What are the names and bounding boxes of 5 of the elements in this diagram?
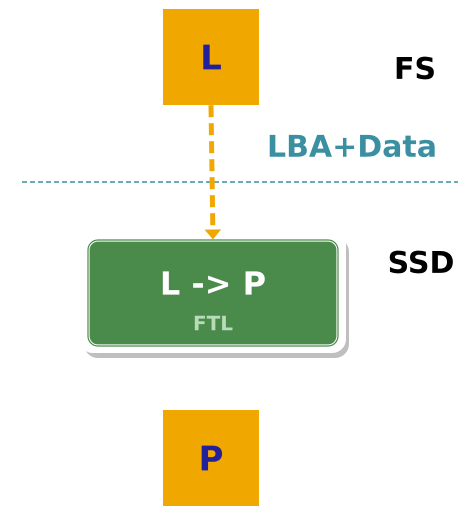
edge-label: LBA+Data [270, 134, 435, 158]
letter-box: L [163, 9, 259, 105]
layer-label: FS [396, 56, 434, 80]
letter-box: P [163, 410, 259, 506]
layer-label: SSD [390, 250, 453, 274]
